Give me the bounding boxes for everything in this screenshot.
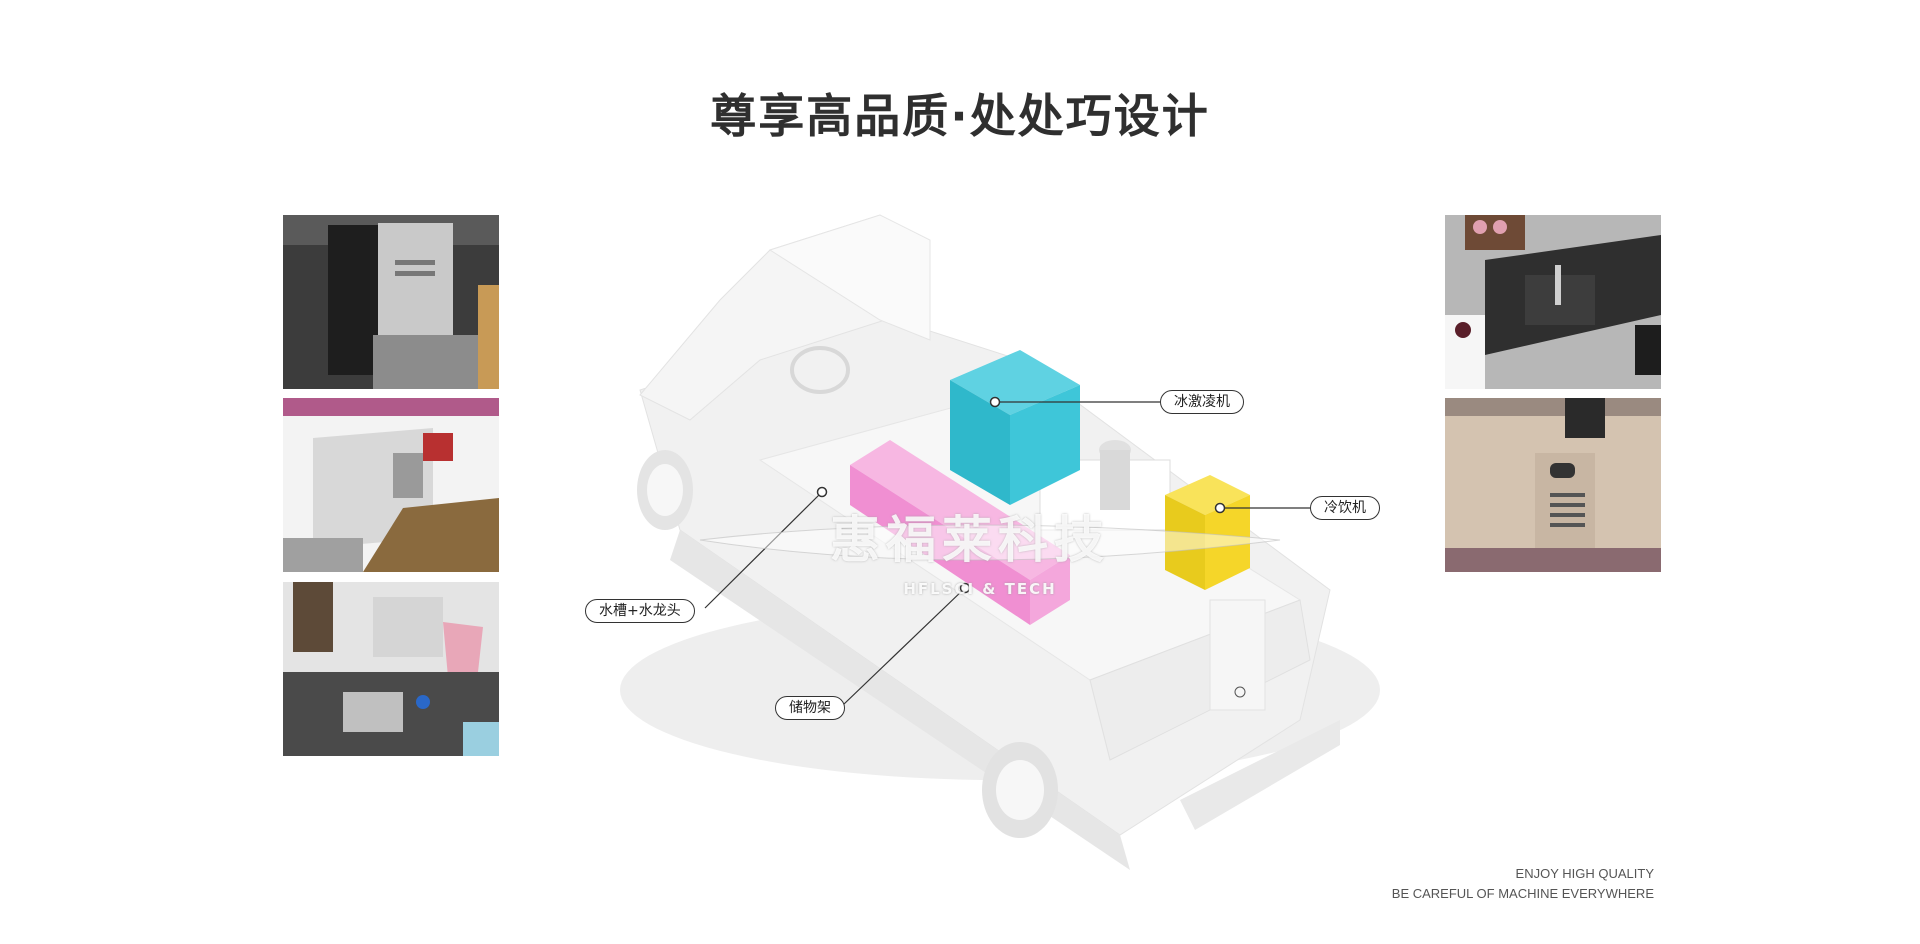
callout-ice-cream-machine: 冰激凌机	[1160, 390, 1244, 414]
callout-storage-rack: 储物架	[775, 696, 845, 720]
callout-sink-faucet: 水槽+水龙头	[585, 599, 695, 623]
detail-photo-dispenser	[283, 582, 499, 756]
callout-cold-drink-machine: 冷饮机	[1310, 496, 1380, 520]
page-title: 尊享高品质·处处巧设计	[710, 89, 1210, 143]
detail-photo-counter-cabinet	[283, 398, 499, 572]
watermark-brand-cn: 惠福莱科技	[830, 511, 1110, 569]
watermark-brand-en: HFLSCI & TECH	[903, 580, 1057, 598]
detail-photo-sink-faucet	[1445, 215, 1661, 389]
detail-photo-vent-panel	[1445, 398, 1661, 572]
detail-photo-coffee-machine	[283, 215, 499, 389]
tagline-line-1: ENJOY HIGH QUALITY	[1515, 866, 1654, 881]
tagline-line-2: BE CAREFUL OF MACHINE EVERYWHERE	[1391, 886, 1654, 901]
